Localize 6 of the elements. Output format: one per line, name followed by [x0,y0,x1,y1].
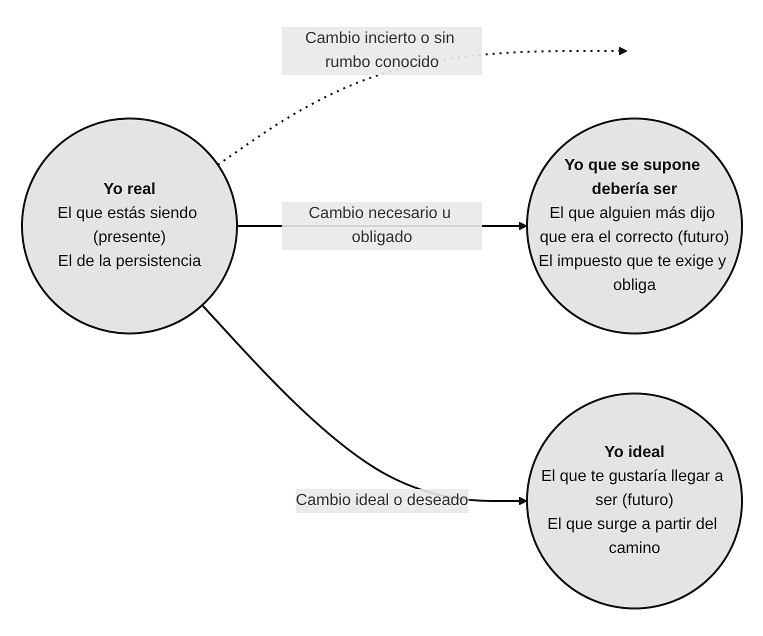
node-circle: Yo que se supone debería ser El que alguien más dijo que era el correcto (futuro) El impuesto que te exige y obliga [526,118,742,335]
node-circle: Yo real El que estás siendo (presente) El de la persistencia [20,118,238,335]
node-circle: Yo ideal El que te gustaría llegar a ser (futuro) El que surge a partir del camino [526,392,742,610]
edge-label: Cambio necesario u obligado [308,205,450,246]
edge-label: Cambio incierto o sin rumbo conocido [304,30,454,72]
edge-label: Cambio ideal o deseado [295,492,468,510]
